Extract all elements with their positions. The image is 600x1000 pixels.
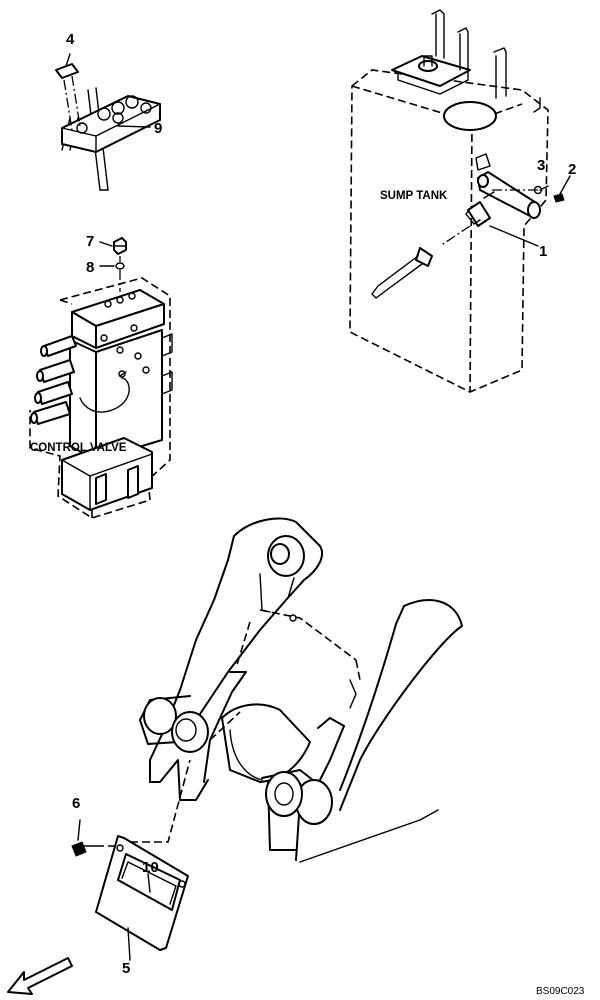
callout-1: 1 — [539, 243, 547, 260]
callout-4: 4 — [66, 31, 75, 48]
drawing-code: BS09C023 — [536, 986, 585, 997]
callout-9: 9 — [154, 120, 162, 137]
callout-2: 2 — [568, 161, 576, 178]
callout-8: 8 — [86, 259, 94, 276]
cover-plate-assembly — [71, 711, 241, 961]
leader-7 — [99, 241, 113, 247]
callout-6: 6 — [72, 795, 80, 812]
direction-arrow — [7, 957, 73, 995]
control-valve — [29, 237, 173, 519]
boom-bracket — [139, 517, 463, 863]
sump-tank-label: SUMP TANK — [380, 190, 448, 202]
hose-clamp-assembly — [55, 53, 161, 191]
callout-7: 7 — [86, 233, 94, 250]
callout-10: 10 — [142, 859, 159, 876]
callout-5: 5 — [122, 960, 130, 977]
tee-fitting — [371, 171, 571, 299]
control-valve-label: CONTROL VALVE — [30, 442, 127, 454]
callout-3: 3 — [537, 157, 545, 174]
